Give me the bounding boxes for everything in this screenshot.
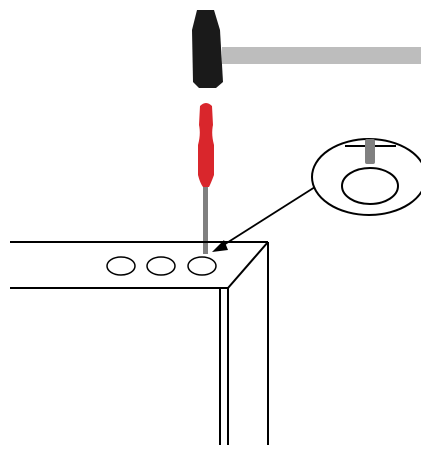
hammer-icon <box>192 10 421 88</box>
pointer-arrow-icon <box>212 186 316 252</box>
screwdriver-handle <box>198 103 214 187</box>
hammer-handle <box>222 47 421 64</box>
detail-callout <box>311 138 421 216</box>
callout-shaft <box>365 139 375 164</box>
holes <box>106 256 217 276</box>
screwdriver-shaft <box>203 186 208 254</box>
screwdriver-icon <box>198 103 214 254</box>
hole-3 <box>187 256 217 276</box>
panel-outline <box>10 241 269 445</box>
callout-hole <box>341 167 399 205</box>
hole-1 <box>106 256 136 276</box>
hammer-head <box>192 10 223 88</box>
hole-2 <box>146 256 176 276</box>
